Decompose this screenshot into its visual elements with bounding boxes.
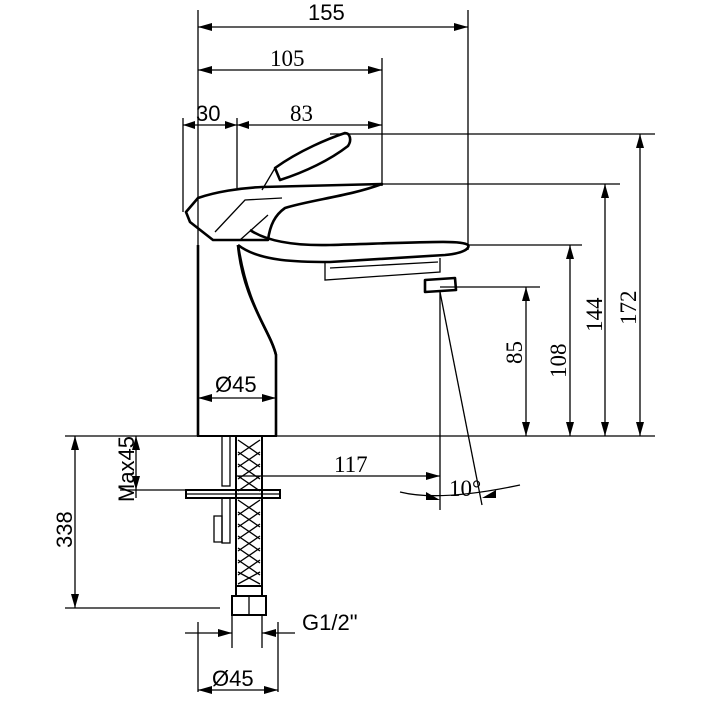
dimension-labels: 155 105 30 83 172 144 108 85 Ø45 Max45 1…	[52, 0, 641, 691]
total-height-label: 172	[616, 291, 641, 326]
faucet-body	[184, 131, 470, 437]
connection-thread-label: G1/2"	[302, 610, 358, 635]
base-diameter-label: Ø45	[212, 666, 254, 691]
hose-length-label: 338	[52, 511, 77, 548]
lever-height-label: 144	[582, 297, 607, 332]
spout-reach-label: 105	[270, 46, 305, 71]
lever-length-label: 83	[290, 101, 313, 126]
outlet-distance-label: 117	[334, 452, 368, 477]
body-offset-label: 30	[196, 101, 220, 126]
overall-length-label: 155	[308, 0, 345, 25]
max-deck-thickness-label: Max45	[114, 436, 139, 502]
spray-angle-label: 10°	[449, 476, 481, 501]
body-diameter-label: Ø45	[215, 372, 257, 397]
outlet-height-label: 85	[502, 341, 527, 364]
mounting-hardware	[185, 435, 281, 616]
spout-top-height-label: 108	[546, 344, 571, 379]
dimension-lines	[71, 23, 644, 694]
extension-lines	[65, 10, 655, 692]
